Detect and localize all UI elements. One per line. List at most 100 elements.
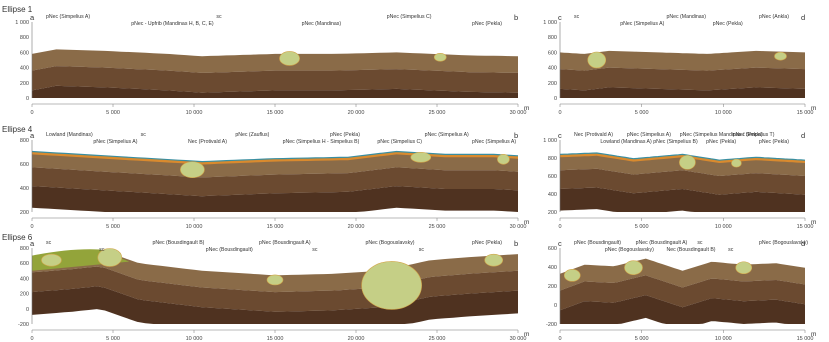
unit-label: pNec (Bousdingault B) [153,240,205,246]
unit-label: pNec (Bousdingault A) [259,240,311,246]
x-tick-label: 10 000 [715,110,732,116]
unit-label: Nec (Protivald A) [574,132,613,138]
unit-label: pNec (Simpelius A) [627,132,671,138]
unit-label: sc [419,247,425,253]
lens-body [266,274,284,286]
x-axis-unit: m [811,105,816,112]
y-tick-label: -200 [18,322,29,328]
unit-label: pNec (Pekla) [733,132,763,138]
unit-label: pNec (Pekla) [472,21,502,27]
unit-label: sc [46,240,52,246]
y-tick-label: 400 [20,276,29,282]
x-tick-label: 15 000 [267,336,284,342]
unit-label: pNec (Simpelius A) [93,139,137,145]
y-tick-label: 800 [20,138,29,144]
y-tick-label: 600 [548,246,557,252]
lens-body [679,155,696,170]
x-tick-label: 0 [30,336,33,342]
surface-line [31,150,519,163]
y-tick-label: 200 [548,81,557,87]
unit-label: pNec (Bousdingault) [574,240,621,246]
unit-label: Nec (Bousdingault B) [667,247,716,253]
section-end-label: d [801,239,805,248]
x-tick-label: 5 000 [635,110,649,116]
x-tick-label: 15 000 [797,224,814,230]
section-start-label: a [30,131,35,140]
orange-band [32,151,518,165]
x-tick-label: 10 000 [715,336,732,342]
unit-label: pNec (Simpelius A) [620,21,664,27]
section-start-label: c [558,131,562,140]
lens-body [735,261,753,275]
layer-lower [560,295,805,324]
unit-label: pNec (Bogouslavsky) [605,247,654,253]
layer-middle [32,66,518,93]
unit-label: pNec (Bogouslavsky) [759,240,808,246]
y-tick-label: 0 [554,303,557,309]
layer-middle [560,168,805,195]
panel-row-title: Ellipse 4 [2,125,33,134]
x-tick-label: 10 000 [186,110,203,116]
unit-label: Lowland (Mandinas A) [600,139,652,145]
x-axis-unit: m [811,331,816,338]
section-start-label: a [30,13,35,22]
layer-middle [32,167,518,197]
unit-label: pNec (Bogouslavsky) [366,240,415,246]
y-tick-label: 800 [20,35,29,41]
unit-label: pNec (Ankla) [759,14,789,20]
layer-lower [32,186,518,212]
lens-body [484,253,504,267]
y-tick-label: 600 [548,174,557,180]
x-tick-label: 0 [30,224,33,230]
unit-label: pNec (Simpelius Mandinas / Simpelius T) [680,132,775,138]
x-tick-label: 0 [558,336,561,342]
x-tick-label: 25 000 [429,110,446,116]
y-tick-label: -200 [546,322,557,328]
orange-band [560,153,805,163]
unit-label: Nec (Protivald A) [188,139,227,145]
x-tick-label: 25 000 [429,336,446,342]
unit-label: sc [312,247,318,253]
lens-body [41,253,62,267]
lens-body [361,261,422,310]
y-tick-label: 1 000 [543,138,557,144]
x-tick-label: 30 000 [510,110,527,116]
x-tick-label: 5 000 [106,336,120,342]
y-tick-label: 200 [20,81,29,87]
unit-label: sc [697,240,703,246]
x-tick-label: 0 [30,110,33,116]
unit-label: pNec (Pekla) [472,240,502,246]
unit-label: pNec (Simpelius A) [425,132,469,138]
y-tick-label: 0 [26,307,29,313]
unit-label: pNec (Zauflus) [235,132,269,138]
layer-upper [560,50,805,71]
unit-label: sc [216,14,222,20]
panel-row-title: Ellipse 1 [2,5,33,14]
x-axis-unit: m [811,219,816,226]
lens-body [774,51,787,61]
unit-label: sc [728,247,734,253]
lens-body [587,51,607,69]
x-tick-label: 25 000 [429,224,446,230]
y-tick-label: 200 [548,210,557,216]
unit-label: pNec (Pekla) [330,132,360,138]
x-tick-label: 10 000 [186,336,203,342]
unit-label: pNec - Upfrib (Mandinas H, B, C, E) [131,21,214,27]
panel-row-title: Ellipse 6 [2,233,33,242]
section-end-label: d [801,131,805,140]
x-tick-label: 0 [558,110,561,116]
y-tick-label: 400 [548,265,557,271]
layer-lower [560,87,805,98]
y-tick-label: 800 [20,246,29,252]
lens-body [433,52,447,62]
unit-label: sc [574,14,580,20]
unit-label: pNec (Simpelius C) [387,14,432,20]
x-tick-label: 30 000 [510,336,527,342]
lens-body [279,51,300,66]
